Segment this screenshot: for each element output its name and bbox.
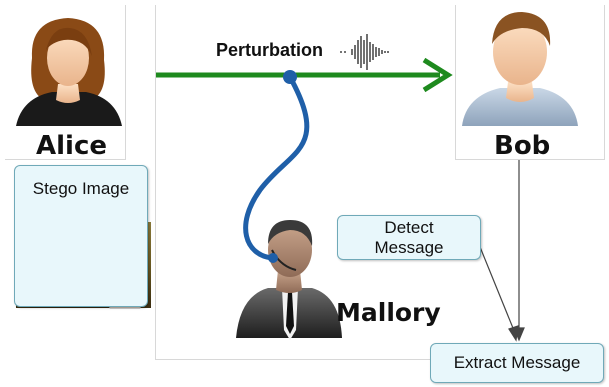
middle-panel-border-bottom [155, 359, 430, 360]
eavesdropper-headset-icon [236, 220, 342, 340]
detect-message-box: Detect Message [337, 215, 481, 260]
alice-panel-border-bottom [5, 159, 126, 160]
mallory-label: Mallory [336, 298, 441, 327]
perturbation-label: Perturbation [216, 40, 324, 60]
alice-panel-border-right [125, 5, 126, 160]
man-avatar-icon [462, 12, 578, 126]
channel-arrow [156, 57, 453, 93]
bob-panel-border-right [604, 5, 605, 160]
sound-wave-icon [340, 34, 389, 70]
headset-earpiece [268, 253, 278, 263]
extract-message-label: Extract Message [453, 353, 581, 373]
woman-avatar-icon [16, 18, 122, 126]
tap-cable [243, 70, 310, 263]
bob-panel-border-left [455, 5, 456, 160]
alice-label: Alice [36, 131, 107, 161]
bob-panel-border-bottom [455, 159, 605, 160]
middle-panel-border-left [155, 5, 156, 360]
stego-image-box: Stego Image [14, 165, 148, 307]
bob-label: Bob [494, 131, 551, 161]
flow-arrows [477, 160, 525, 342]
detect-message-label: Detect Message [374, 217, 444, 257]
tap-point [283, 70, 297, 84]
stego-image-label: Stego Image [32, 179, 130, 198]
extract-message-box: Extract Message [430, 343, 604, 383]
